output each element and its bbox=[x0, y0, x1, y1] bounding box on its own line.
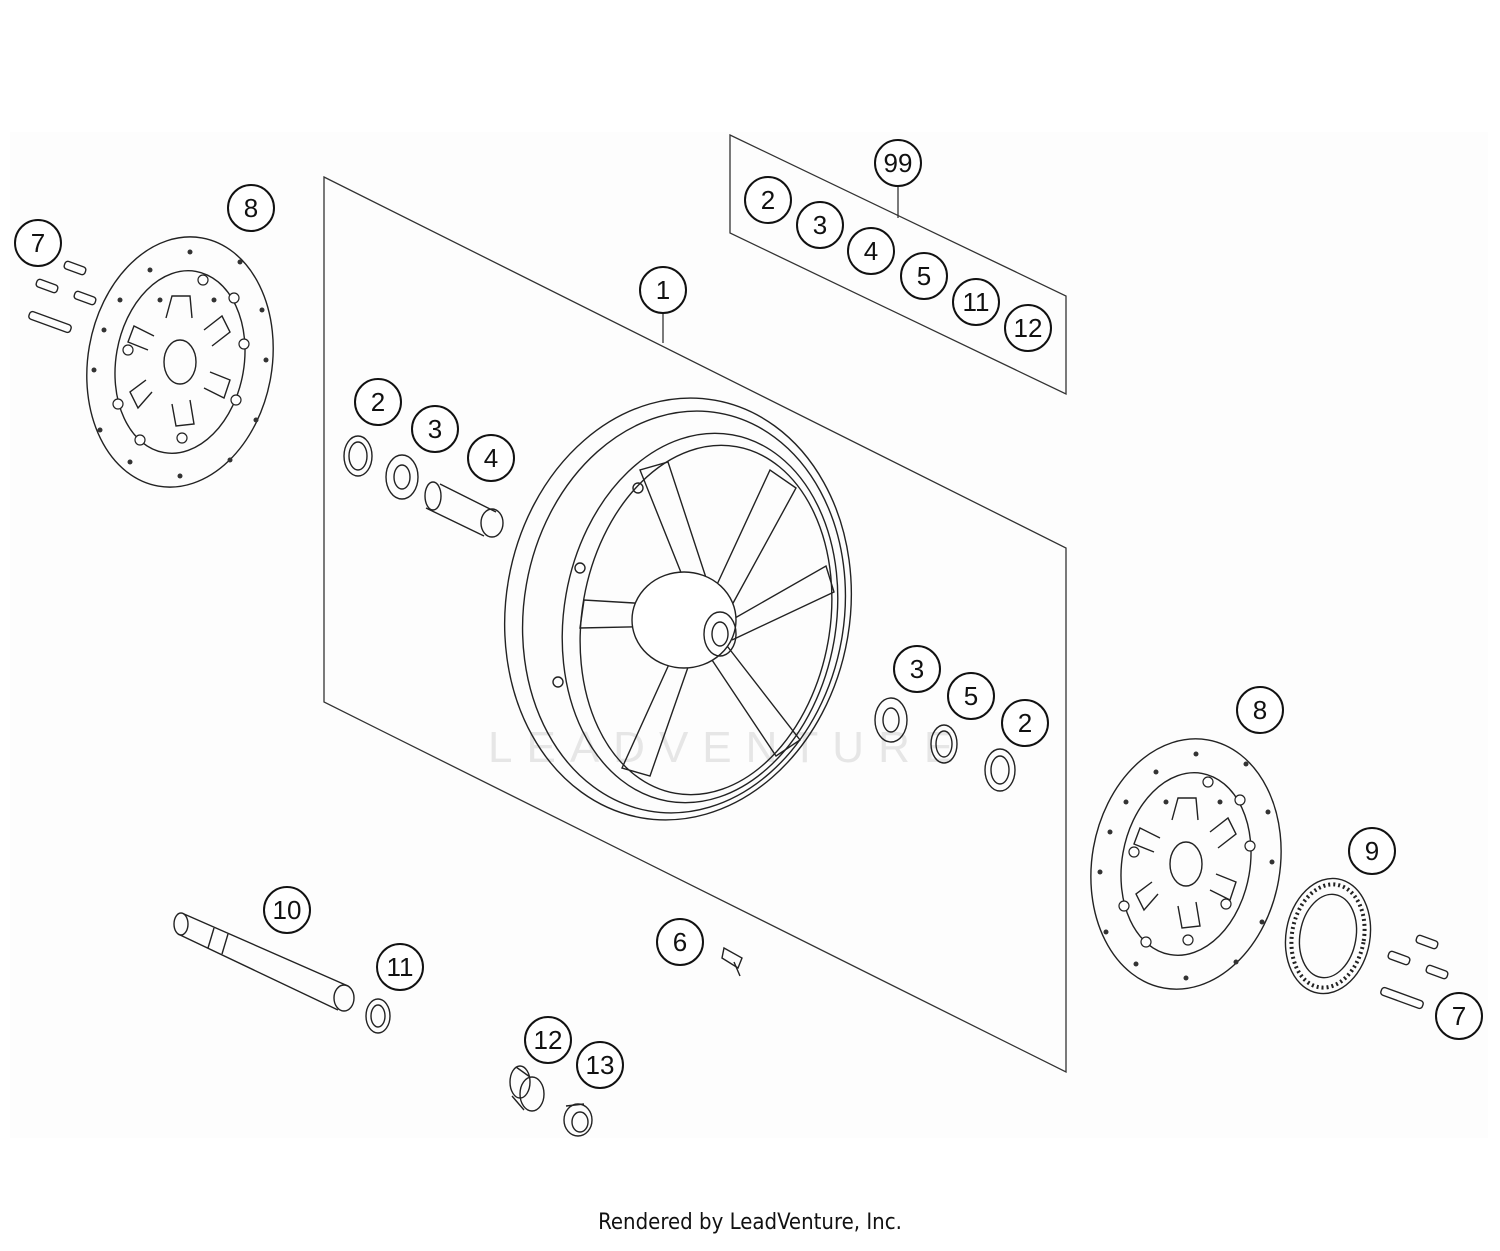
kit-item-callout[interactable]: 4 bbox=[847, 227, 895, 275]
svg-text:6: 6 bbox=[673, 927, 687, 957]
kit-item-callout[interactable]: 2 bbox=[744, 176, 792, 224]
callout-seal-right[interactable]: 2 bbox=[1001, 699, 1049, 747]
svg-text:2: 2 bbox=[761, 185, 775, 215]
callout-seal-left[interactable]: 2 bbox=[354, 378, 402, 426]
callout-pulse-ring[interactable]: 9 bbox=[1348, 827, 1396, 875]
callout-axle[interactable]: 10 bbox=[263, 886, 311, 934]
svg-text:11: 11 bbox=[963, 287, 990, 317]
seal-right bbox=[984, 748, 1016, 792]
svg-text:7: 7 bbox=[1452, 1001, 1466, 1031]
svg-text:3: 3 bbox=[428, 414, 442, 444]
callout-valve[interactable]: 6 bbox=[656, 918, 704, 966]
callout-disc-right[interactable]: 8 bbox=[1236, 686, 1284, 734]
svg-text:99: 99 bbox=[884, 148, 913, 178]
kit-item-callout[interactable]: 11 bbox=[952, 278, 1000, 326]
callout-bushing[interactable]: 12 bbox=[524, 1016, 572, 1064]
footer-credit: Rendered by LeadVenture, Inc. bbox=[598, 1210, 902, 1235]
svg-text:5: 5 bbox=[917, 261, 931, 291]
axle-ring bbox=[365, 998, 391, 1034]
brake-disc-right bbox=[1090, 738, 1282, 990]
callout-wheel[interactable]: 1 bbox=[639, 266, 687, 314]
svg-text:8: 8 bbox=[244, 193, 258, 223]
svg-text:1: 1 bbox=[656, 275, 670, 305]
diagram-background bbox=[10, 132, 1488, 1138]
bearing-left bbox=[385, 454, 419, 500]
svg-text:4: 4 bbox=[864, 236, 878, 266]
svg-text:12: 12 bbox=[534, 1025, 563, 1055]
kit-item-callout[interactable]: 12 bbox=[1004, 304, 1052, 352]
svg-text:10: 10 bbox=[273, 895, 302, 925]
callout-spacer-ring-right[interactable]: 5 bbox=[947, 672, 995, 720]
pulse-ring bbox=[1284, 877, 1372, 995]
wheel-assembly-frame bbox=[323, 175, 1067, 1074]
svg-text:2: 2 bbox=[371, 387, 385, 417]
callout-disc-left[interactable]: 8 bbox=[227, 184, 275, 232]
svg-text:7: 7 bbox=[31, 228, 45, 258]
callout-bearing-right[interactable]: 3 bbox=[893, 645, 941, 693]
brake-disc-left bbox=[86, 236, 274, 488]
svg-text:12: 12 bbox=[1014, 313, 1043, 343]
callout-screws-right[interactable]: 7 bbox=[1435, 992, 1483, 1040]
valve bbox=[721, 946, 743, 977]
kit-item-callout[interactable]: 5 bbox=[900, 252, 948, 300]
callout-spacer[interactable]: 4 bbox=[467, 434, 515, 482]
callout-bearing-left[interactable]: 3 bbox=[411, 405, 459, 453]
callout-cap[interactable]: 13 bbox=[576, 1041, 624, 1089]
svg-text:3: 3 bbox=[910, 654, 924, 684]
svg-text:4: 4 bbox=[484, 443, 498, 473]
bearing-right bbox=[874, 697, 908, 743]
disc-screws-left bbox=[28, 260, 97, 334]
seal-left bbox=[343, 435, 373, 477]
disc-screws-right bbox=[1380, 934, 1449, 1010]
callout-axle-ring[interactable]: 11 bbox=[376, 943, 424, 991]
svg-text:8: 8 bbox=[1253, 695, 1267, 725]
kit-frame bbox=[729, 133, 1067, 396]
kit-callout[interactable]: 99 bbox=[874, 139, 922, 187]
wheel-rim bbox=[503, 397, 853, 821]
cap bbox=[563, 1103, 593, 1137]
svg-text:5: 5 bbox=[964, 681, 978, 711]
kit-item-callout[interactable]: 3 bbox=[796, 201, 844, 249]
spacer-sleeve bbox=[424, 481, 504, 538]
svg-text:3: 3 bbox=[813, 210, 827, 240]
svg-text:2: 2 bbox=[1018, 708, 1032, 738]
svg-text:13: 13 bbox=[586, 1050, 615, 1080]
svg-text:11: 11 bbox=[387, 952, 414, 982]
callout-screws-left[interactable]: 7 bbox=[14, 219, 62, 267]
spacer-ring-right bbox=[930, 724, 958, 764]
bushing bbox=[509, 1065, 545, 1112]
watermark-text: LEADVENTURE bbox=[488, 723, 967, 772]
axle bbox=[173, 912, 355, 1012]
svg-text:9: 9 bbox=[1365, 836, 1379, 866]
